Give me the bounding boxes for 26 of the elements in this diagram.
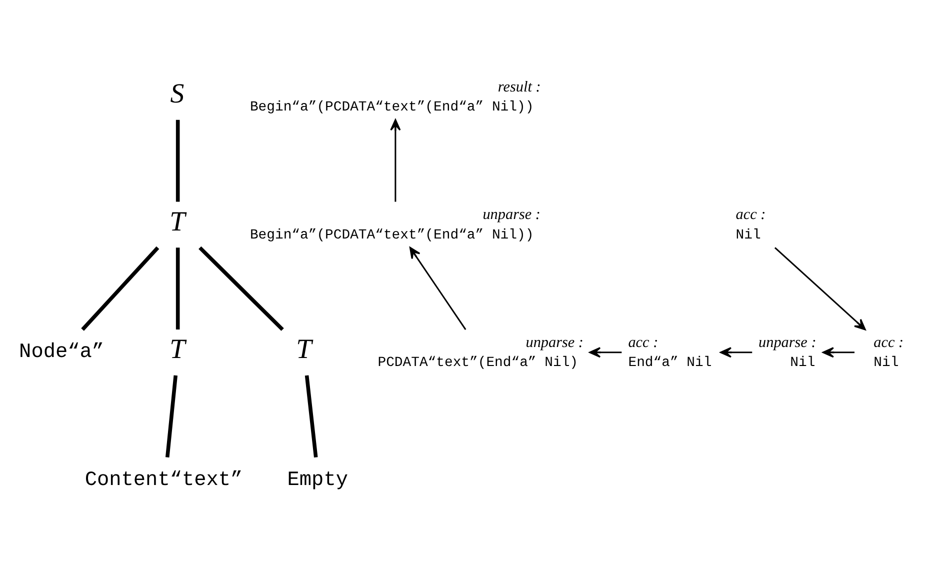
connector: [304, 375, 318, 458]
node-text: Node“a”: [19, 341, 104, 364]
arrow: [822, 347, 854, 358]
connector: [81, 246, 160, 331]
node-text: acc : Nil: [736, 206, 766, 244]
node-text: Content“text”: [84, 468, 243, 492]
connector: [176, 120, 180, 202]
node-text: T: [296, 334, 312, 366]
node-text: acc : Nil: [874, 334, 904, 372]
node-text: T: [170, 206, 186, 238]
connector: [165, 375, 178, 458]
connector: [198, 246, 284, 331]
node-text: T: [170, 334, 186, 366]
node-text: Empty: [287, 468, 348, 492]
node-text: unparse : Begin“a”(PCDATA“text”(End“a” Nil)): [250, 206, 540, 244]
arrow: [720, 347, 752, 358]
arrow: [589, 347, 622, 358]
node-text: unparse : PCDATA“text”(End“a” Nil): [378, 334, 584, 372]
node-text: acc : End“a” Nil: [628, 334, 712, 372]
node-text: S: [170, 78, 184, 110]
node-text: result : Begin“a”(PCDATA“text”(End“a” Nil)): [250, 78, 541, 116]
node-text: unparse : Nil: [758, 334, 816, 372]
arrow: [774, 247, 866, 330]
connector: [176, 248, 180, 330]
arrow: [390, 119, 401, 202]
arrow: [409, 246, 466, 330]
